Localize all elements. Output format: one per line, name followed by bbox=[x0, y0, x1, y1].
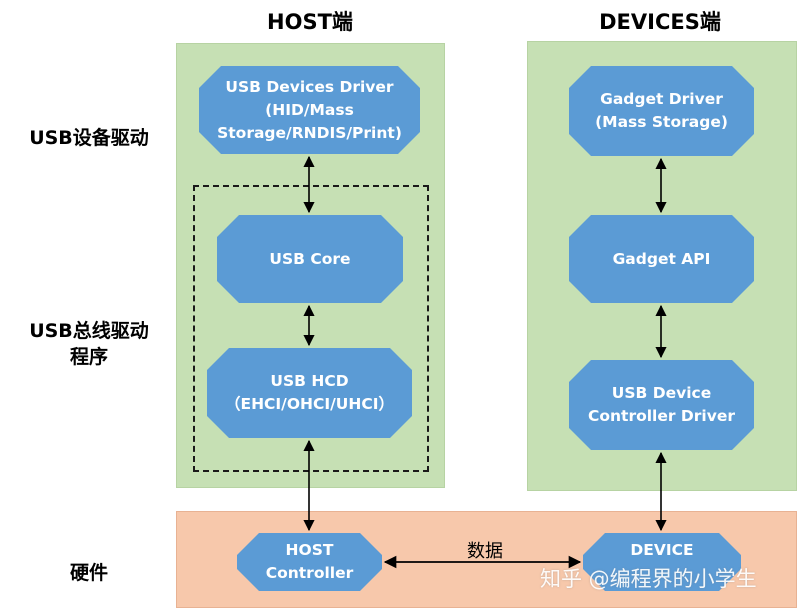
watermark-text: 知乎 @编程界的小学生 bbox=[540, 567, 757, 591]
devices-column-title: DEVICES端 bbox=[599, 10, 721, 34]
data-edge-label: 数据 bbox=[467, 541, 503, 562]
row-label-bus-driver: USB总线驱动 程序 bbox=[29, 320, 149, 368]
gadget-driver-node: Gadget Driver (Mass Storage) bbox=[569, 66, 754, 156]
device-node: DEVICE bbox=[583, 533, 741, 591]
gadget-api-node: Gadget API bbox=[569, 215, 754, 303]
usb-hcd-node: USB HCD （EHCI/OHCI/UHCI） bbox=[207, 348, 412, 438]
usb-core-node: USB Core bbox=[217, 215, 403, 303]
usb-device-controller-driver-node: USB Device Controller Driver bbox=[569, 360, 754, 450]
host-column-title: HOST端 bbox=[267, 10, 353, 34]
row-label-device-driver: USB设备驱动 bbox=[29, 127, 149, 149]
host-controller-node: HOST Controller bbox=[237, 533, 382, 591]
usb-devices-driver-node: USB Devices Driver (HID/Mass Storage/RND… bbox=[199, 66, 420, 154]
row-label-hardware: 硬件 bbox=[69, 562, 108, 584]
